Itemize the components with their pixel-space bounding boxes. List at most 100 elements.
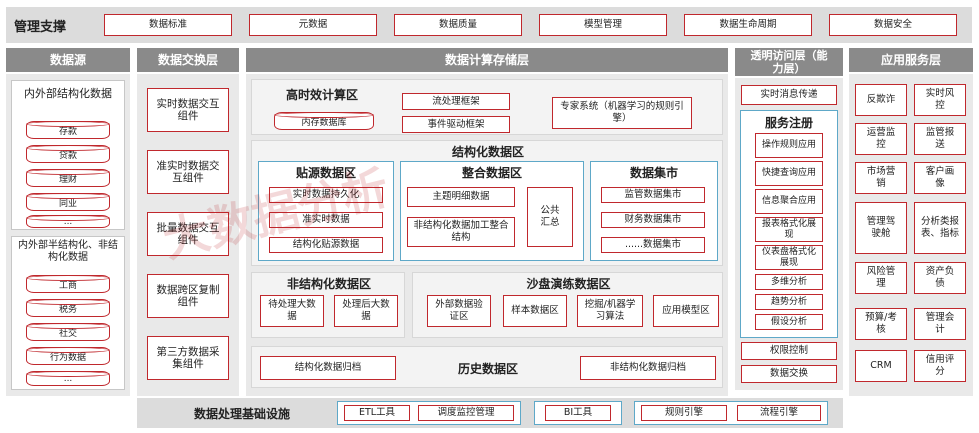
- subject-detail-data: 主题明细数据: [407, 187, 515, 207]
- realtime-messaging: 实时消息传递: [741, 85, 837, 105]
- unstructured-processing: 非结构化数据加工整合结构: [407, 217, 515, 247]
- source-more: ...: [26, 215, 110, 228]
- app-risk-management: 风险管理: [855, 262, 907, 294]
- high-efficiency-title: 高时效计算区: [285, 87, 358, 102]
- source-business-registry: 工商: [26, 275, 110, 293]
- realtime-persistence: 实时数据持久化: [269, 187, 383, 203]
- source-interbank: 同业: [26, 193, 110, 211]
- mining-ml-algorithms: 挖掘/机器学习算法: [577, 295, 643, 327]
- compute-panel: 高时效计算区 内存数据库 流处理框架 事件驱动框架 专家系统（机器学习的规则引擎…: [246, 74, 728, 396]
- sandbox-zone-title: 沙盘演练数据区: [526, 276, 611, 291]
- data-mart-zone: 数据集市 监管数据集市 财务数据集市 ......数据集市: [590, 161, 718, 261]
- unstructured-zone: 非结构化数据区 待处理大数据 处理后大数据: [251, 272, 405, 338]
- mgmt-item-metadata: 元数据: [249, 14, 377, 36]
- paste-source-zone: 贴源数据区 实时数据持久化 准实时数据 结构化贴源数据: [258, 161, 394, 261]
- source-tax: 税务: [26, 299, 110, 317]
- mgmt-item-model-management: 模型管理: [539, 14, 667, 36]
- semistructured-source-box: 内外部半结构化、非结构化数据 工商 税务 社交 行为数据 ...: [11, 236, 125, 390]
- exchange-near-realtime: 准实时数据交互组件: [147, 150, 229, 194]
- unstructured-zone-title: 非结构化数据区: [286, 276, 371, 291]
- infra-group-engines: 规则引擎 流程引擎: [634, 401, 828, 425]
- mgmt-item-data-lifecycle: 数据生命周期: [684, 14, 812, 36]
- semistructured-source-title: 内外部半结构化、非结构化数据: [18, 240, 118, 263]
- management-support-title: 管理支撑: [14, 19, 67, 35]
- near-realtime-data: 准实时数据: [269, 212, 383, 228]
- exchange-panel: 实时数据交互组件 准实时数据交互组件 批量数据交互组件 数据跨区复制组件 第三方…: [137, 74, 239, 396]
- structured-zone: 结构化数据区 贴源数据区 实时数据持久化 准实时数据 结构化贴源数据 整合数据区…: [251, 140, 723, 266]
- unstructured-archive: 非结构化数据归档: [580, 356, 716, 380]
- other-mart: ......数据集市: [601, 237, 705, 253]
- service-hypothesis-analysis: 假设分析: [755, 314, 823, 330]
- access-layer-panel: 实时消息传递 服务注册 操作规则应用 快捷查询应用 信息聚合应用 报表格式化展现…: [735, 78, 843, 390]
- app-regulatory-report: 监管报送: [914, 123, 966, 155]
- processed-big-data: 处理后大数据: [334, 295, 398, 327]
- datasource-header: 数据源: [6, 48, 130, 72]
- service-registry-title: 服务注册: [764, 115, 813, 130]
- sandbox-zone: 沙盘演练数据区 外部数据验证区 样本数据区 挖掘/机器学习算法 应用模型区: [412, 272, 723, 338]
- infra-group-etl: ETL工具 调度监控管理: [337, 401, 521, 425]
- permission-control: 权限控制: [741, 342, 837, 360]
- exchange-header: 数据交换层: [137, 48, 239, 72]
- integration-zone: 整合数据区 主题明细数据 非结构化数据加工整合结构 公共汇总: [400, 161, 584, 261]
- mgmt-item-data-security: 数据安全: [829, 14, 957, 36]
- common-summary: 公共汇总: [527, 187, 573, 247]
- infra-process-engine: 流程引擎: [737, 405, 821, 421]
- app-marketing: 市场营销: [855, 162, 907, 194]
- mgmt-item-data-standard: 数据标准: [104, 14, 232, 36]
- data-mart-title: 数据集市: [629, 165, 678, 180]
- infra-group-bi: BI工具: [534, 401, 622, 425]
- external-validation: 外部数据验证区: [427, 295, 491, 327]
- app-budget-assessment: 预算/考核: [855, 308, 907, 340]
- source-more-2: ...: [26, 371, 110, 386]
- memory-database: 内存数据库: [274, 112, 374, 130]
- app-anti-fraud: 反欺诈: [855, 84, 907, 116]
- infra-rule-engine: 规则引擎: [641, 405, 727, 421]
- app-management-cockpit: 管理驾驶舱: [855, 202, 907, 254]
- sample-data: 样本数据区: [503, 295, 567, 327]
- source-deposit: 存款: [26, 121, 110, 139]
- service-dashboard-format: 仪表盘格式化展现: [755, 245, 823, 270]
- service-report-format: 报表格式化展现: [755, 217, 823, 242]
- paste-source-title: 贴源数据区: [295, 165, 356, 180]
- integration-title: 整合数据区: [461, 165, 522, 180]
- service-multidimensional: 多维分析: [755, 274, 823, 290]
- infrastructure-band: 数据处理基础设施 ETL工具 调度监控管理 BI工具 规则引擎 流程引擎: [137, 398, 843, 428]
- datasource-panel: 内外部结构化数据 存款 贷款 理财 同业 ... 内外部半结构化、非结构化数据 …: [6, 74, 130, 396]
- source-loan: 贷款: [26, 145, 110, 163]
- expert-system: 专家系统（机器学习的规则引擎）: [552, 97, 692, 129]
- application-model: 应用模型区: [653, 295, 719, 327]
- event-driven-framework: 事件驱动框架: [402, 116, 510, 133]
- infra-scheduling-monitor: 调度监控管理: [418, 405, 514, 421]
- structured-paste-data: 结构化贴源数据: [269, 237, 383, 253]
- exchange-realtime: 实时数据交互组件: [147, 88, 229, 132]
- finance-mart: 财务数据集市: [601, 212, 705, 228]
- structured-zone-title: 结构化数据区: [451, 144, 524, 159]
- stream-framework: 流处理框架: [402, 93, 510, 110]
- structured-source-box: 内外部结构化数据 存款 贷款 理财 同业 ...: [11, 80, 125, 230]
- app-customer-profile: 客户画像: [914, 162, 966, 194]
- app-crm: CRM: [855, 350, 907, 382]
- service-operation-rules: 操作规则应用: [755, 133, 823, 158]
- regulatory-mart: 监管数据集市: [601, 187, 705, 203]
- access-layer-header: 透明访问层（能力层）: [735, 48, 843, 76]
- service-quick-query: 快捷查询应用: [755, 161, 823, 186]
- exchange-cross-region: 数据跨区复制组件: [147, 274, 229, 318]
- mgmt-item-data-quality: 数据质量: [394, 14, 522, 36]
- exchange-batch: 批量数据交互组件: [147, 212, 229, 256]
- app-asset-liability: 资产负债: [914, 262, 966, 294]
- compute-header: 数据计算存储层: [246, 48, 728, 72]
- service-info-aggregation: 信息聚合应用: [755, 189, 823, 214]
- app-analytic-reports: 分析类报表、指标: [914, 202, 966, 254]
- service-trend-analysis: 趋势分析: [755, 294, 823, 310]
- app-realtime-risk: 实时风控: [914, 84, 966, 116]
- app-operations-monitor: 运营监控: [855, 123, 907, 155]
- app-credit-score: 信用评分: [914, 350, 966, 382]
- data-exchange-service: 数据交换: [741, 365, 837, 383]
- history-zone: 结构化数据归档 历史数据区 非结构化数据归档: [251, 346, 723, 388]
- apps-panel: 反欺诈 实时风控 运营监控 监管报送 市场营销 客户画像 管理驾驶舱 分析类报表…: [849, 74, 973, 396]
- infra-etl-tool: ETL工具: [344, 405, 410, 421]
- exchange-third-party: 第三方数据采集组件: [147, 336, 229, 380]
- infrastructure-title: 数据处理基础设施: [193, 406, 290, 421]
- source-social: 社交: [26, 323, 110, 341]
- history-zone-title: 历史数据区: [457, 361, 518, 376]
